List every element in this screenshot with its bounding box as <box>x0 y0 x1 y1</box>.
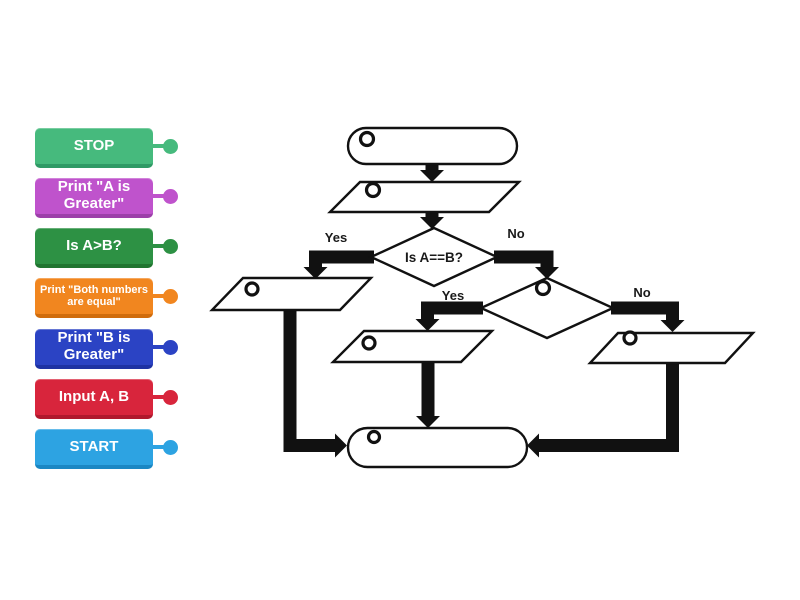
arrowhead <box>527 433 539 458</box>
label-text: Print "Both numbers are equal" <box>40 283 148 308</box>
connector-right-to-end <box>538 364 679 452</box>
arrowhead <box>420 217 444 229</box>
label-stem <box>153 445 166 449</box>
input-parallelogram <box>327 180 522 214</box>
drop-zone-end-terminal[interactable] <box>366 429 382 445</box>
drop-zone-start-terminal[interactable] <box>358 130 376 148</box>
output-parallelogram-left <box>209 276 374 312</box>
output-parallelogram-middle <box>330 329 495 364</box>
label-text: Is A>B? <box>66 236 122 254</box>
drop-zone-input[interactable] <box>364 181 382 199</box>
label-stem <box>153 345 166 349</box>
start-terminal-shape <box>346 126 519 166</box>
connector-left-to-end <box>283 310 336 452</box>
label-stem <box>153 194 166 198</box>
draggable-label-start[interactable]: START <box>35 429 178 469</box>
label-text: STOP <box>73 136 115 154</box>
draggable-label-is-a-gt-b[interactable]: Is A>B? <box>35 228 178 268</box>
connector-decision1-yes <box>309 250 374 268</box>
end-terminal-shape <box>346 426 529 469</box>
flow-connectors <box>283 162 685 458</box>
arrowhead <box>415 319 440 331</box>
drop-zone-decision2[interactable] <box>534 279 552 297</box>
arrowhead <box>303 267 328 279</box>
arrowhead <box>660 320 685 332</box>
label-stem <box>153 244 166 248</box>
decision2-diamond <box>478 276 616 340</box>
drop-zone-output-right[interactable] <box>622 330 638 346</box>
connector-decision1-no <box>494 250 554 268</box>
label-text: Input A, B <box>58 387 130 405</box>
decision1-text: Is A==B? <box>405 250 463 265</box>
decision1-no-label: No <box>507 226 524 241</box>
draggable-label-print-a-greater[interactable]: Print "A is Greater" <box>35 178 178 218</box>
label-dot <box>163 439 178 455</box>
decision2-no-label: No <box>633 285 650 300</box>
label-text: Print "B is Greater" <box>57 329 131 363</box>
arrowhead <box>535 267 559 279</box>
connector-decision2-yes <box>421 301 483 320</box>
label-stem <box>153 144 166 148</box>
label-text: Print "A is Greater" <box>57 178 131 212</box>
label-dot <box>163 238 178 254</box>
arrowhead <box>420 170 444 182</box>
draggable-label-stop[interactable]: STOP <box>35 128 178 168</box>
draggable-label-input-a-b[interactable]: Input A, B <box>35 379 178 419</box>
arrowhead <box>335 433 347 458</box>
arrowhead <box>416 416 440 428</box>
draggable-label-print-b-greater[interactable]: Print "B is Greater" <box>35 329 178 369</box>
decision1-yes-label: Yes <box>325 230 347 245</box>
drop-zone-output-left[interactable] <box>244 281 260 297</box>
label-dot <box>163 188 178 204</box>
label-stem <box>153 294 166 298</box>
label-dot <box>163 339 178 355</box>
label-dot <box>163 389 178 405</box>
label-dot <box>163 138 178 154</box>
output-parallelogram-right <box>587 331 756 365</box>
decision1-diamond <box>368 226 500 288</box>
draggable-label-print-both-equal[interactable]: Print "Both numbers are equal" <box>35 278 178 318</box>
label-text: START <box>69 437 119 455</box>
connector-decision2-no <box>611 301 679 321</box>
drop-zone-output-middle[interactable] <box>361 335 377 351</box>
label-stem <box>153 395 166 399</box>
decision2-yes-label: Yes <box>442 288 464 303</box>
label-dot <box>163 288 178 304</box>
